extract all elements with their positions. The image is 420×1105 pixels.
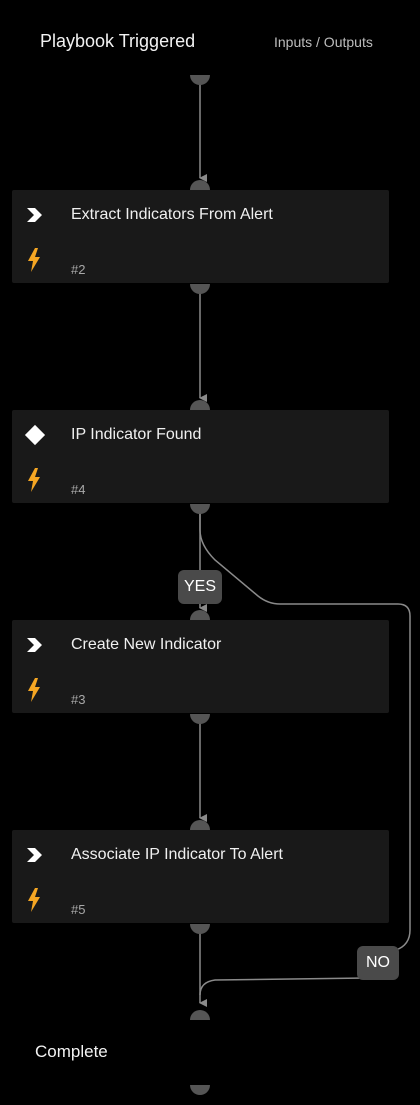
task-5-in-port [190,820,210,830]
task-3-in-port [190,610,210,620]
task-id: #2 [71,262,86,277]
task-id: #4 [71,482,86,497]
diamond-condition-icon [24,424,46,446]
lightning-bolt-icon [26,888,42,912]
task-2-in-port [190,180,210,190]
start-out-port [190,75,210,85]
task-4-out-port [190,504,210,514]
branch-label-yes[interactable]: YES [178,570,222,604]
lightning-bolt-icon [26,468,42,492]
chevron-right-icon [24,204,46,226]
task-3-out-port [190,714,210,724]
task-create-new-indicator[interactable]: Create New Indicator #3 [12,620,389,713]
task-id: #5 [71,902,86,917]
lightning-bolt-icon [26,248,42,272]
task-associate-ip-indicator[interactable]: Associate IP Indicator To Alert #5 [12,830,389,923]
chevron-right-icon [24,634,46,656]
lightning-bolt-icon [26,678,42,702]
playbook-triggered-label: Playbook Triggered [40,31,196,51]
task-ip-indicator-found[interactable]: IP Indicator Found #4 [12,410,389,503]
task-id: #3 [71,692,86,707]
end-in-port [190,1010,210,1020]
task-extract-indicators[interactable]: Extract Indicators From Alert #2 [12,190,389,283]
task-name: Create New Indicator [71,636,222,653]
end-out-port [190,1085,210,1095]
chevron-right-icon [24,844,46,866]
branch-label-no[interactable]: NO [357,946,399,980]
task-2-out-port [190,284,210,294]
task-name: Extract Indicators From Alert [71,206,273,223]
task-5-out-port [190,924,210,934]
task-name: IP Indicator Found [71,426,202,443]
task-name: Associate IP Indicator To Alert [71,846,283,863]
inputs-outputs-link[interactable]: Inputs / Outputs [274,34,373,50]
edge-no-branch [199,512,411,996]
task-4-in-port [190,400,210,410]
complete-label: Complete [35,1042,108,1061]
